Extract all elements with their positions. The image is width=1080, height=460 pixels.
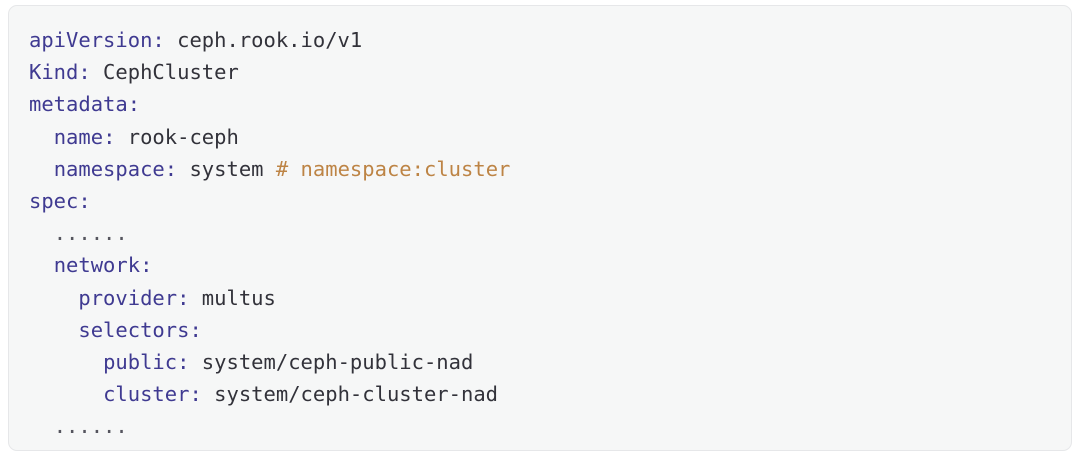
line-indent	[29, 157, 54, 181]
yaml-colon: :	[189, 382, 202, 407]
code-line: ......	[29, 217, 1071, 249]
yaml-colon: :	[103, 124, 116, 149]
code-line: name: rook-ceph	[29, 121, 1071, 153]
code-line: Kind: CephCluster	[29, 56, 1071, 88]
yaml-key: public	[103, 349, 178, 374]
yaml-value: system	[177, 156, 276, 181]
line-indent	[29, 350, 103, 374]
yaml-key: cluster	[103, 382, 190, 407]
yaml-value: CephCluster	[90, 60, 239, 85]
yaml-value: ceph.rook.io/v1	[164, 28, 363, 52]
yaml-key: name	[53, 124, 104, 149]
code-line: cluster: system/ceph-cluster-nad	[29, 378, 1071, 410]
yaml-colon: :	[78, 60, 91, 85]
line-indent	[29, 414, 54, 438]
code-line: selectors:	[29, 314, 1071, 346]
yaml-colon: :	[127, 92, 141, 117]
code-ellipsis: ......	[53, 221, 128, 246]
code-ellipsis: ......	[53, 414, 128, 439]
yaml-key: network	[53, 253, 141, 278]
yaml-colon: :	[140, 253, 153, 278]
yaml-value: multus	[189, 285, 276, 310]
code-line: public: system/ceph-public-nad	[29, 346, 1071, 378]
yaml-key: spec	[29, 188, 79, 213]
yaml-key: metadata	[29, 92, 128, 117]
yaml-colon: :	[164, 156, 178, 181]
yaml-colon: :	[189, 317, 202, 342]
yaml-key: apiVersion	[29, 28, 153, 52]
yaml-value: rook-ceph	[115, 124, 239, 149]
line-indent	[29, 382, 103, 406]
code-line: provider: multus	[29, 282, 1071, 314]
yaml-value: system/ceph-public-nad	[189, 349, 474, 374]
line-indent	[29, 286, 78, 310]
code-line: metadata:	[29, 88, 1071, 120]
yaml-colon: :	[78, 188, 91, 213]
yaml-key: provider	[78, 285, 178, 310]
yaml-key: selectors	[78, 317, 190, 342]
line-indent	[29, 318, 78, 342]
yaml-key: namespace	[53, 156, 165, 181]
code-line: ......	[29, 410, 1071, 442]
yaml-value: system/ceph-cluster-nad	[201, 382, 499, 407]
line-indent	[29, 253, 54, 277]
yaml-key: Kind	[29, 60, 79, 85]
yaml-colon: :	[177, 285, 190, 310]
line-indent	[29, 221, 54, 245]
yaml-colon: :	[177, 349, 190, 374]
code-line: spec:	[29, 185, 1071, 217]
code-line: namespace: system # namespace:cluster	[29, 153, 1071, 185]
code-line: network:	[29, 249, 1071, 281]
yaml-colon: :	[152, 28, 165, 52]
line-indent	[29, 125, 54, 149]
yaml-comment: # namespace:cluster	[275, 156, 511, 181]
code-line: apiVersion: ceph.rook.io/v1	[29, 24, 1071, 56]
